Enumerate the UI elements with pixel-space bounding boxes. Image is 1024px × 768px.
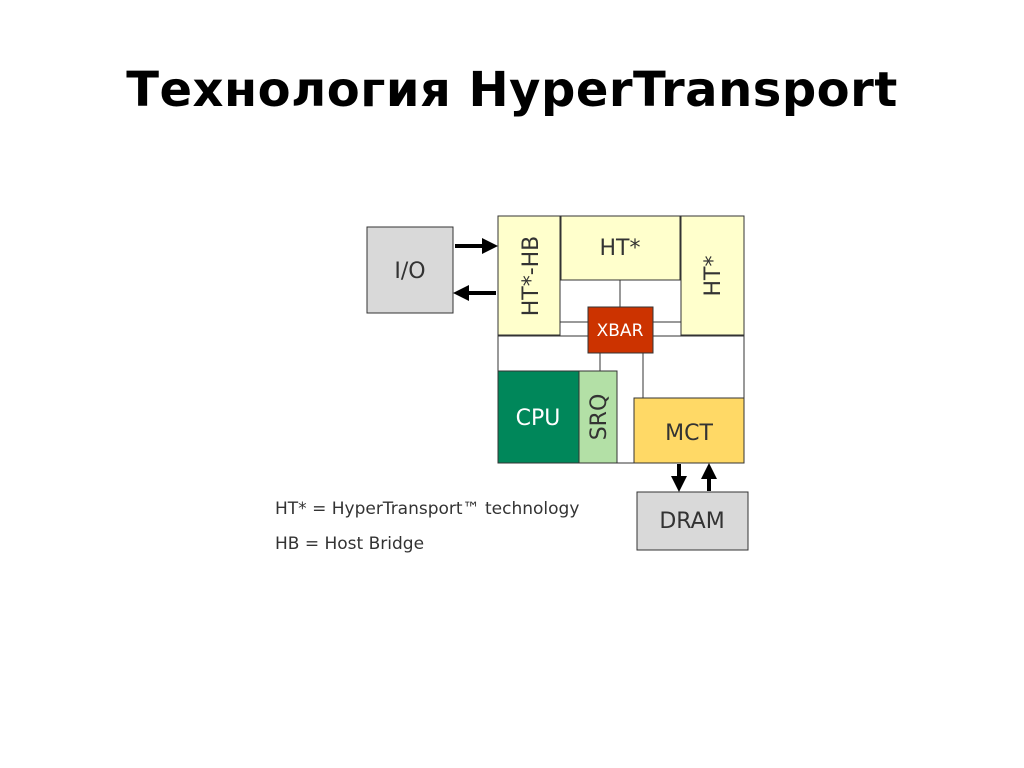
slide-title: Технология HyperTransport: [126, 62, 898, 118]
io-label: I/O: [394, 259, 425, 284]
ht-top-block: [560, 215, 681, 281]
srq-block: [578, 370, 618, 464]
ht-right-block: [680, 215, 745, 336]
cpu-label: CPU: [516, 406, 561, 431]
cpu-block: [497, 370, 580, 464]
ht-right-label: HT*: [701, 256, 726, 297]
ht-hb-block: [497, 215, 561, 336]
legend-hb-definition: HB = Host Bridge: [275, 534, 425, 554]
mct-block: [633, 397, 745, 464]
ht-hb-label: HT*-HB: [519, 236, 544, 317]
dram-block: [636, 491, 749, 551]
legend-ht-definition: HT* = HyperTransport™ technology: [275, 499, 580, 519]
io-block: [366, 226, 454, 314]
xbar-label: XBAR: [597, 321, 644, 341]
ht-top-label: HT*: [600, 236, 641, 261]
dram-label: DRAM: [659, 509, 724, 534]
xbar-block: [587, 306, 654, 354]
mct-label: MCT: [665, 421, 713, 446]
srq-label: SRQ: [587, 394, 612, 441]
